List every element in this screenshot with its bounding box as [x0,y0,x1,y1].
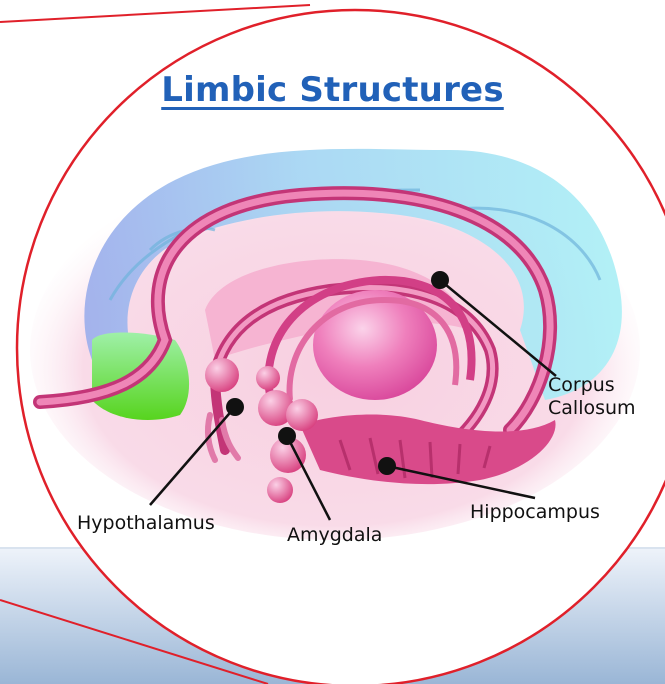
hippocampus-marker [378,457,396,475]
anterior-nucleus [205,358,239,392]
label-hypothalamus: Hypothalamus [77,512,215,535]
diagram-title: Limbic Structures [0,70,665,110]
hypothalamus-marker [226,398,244,416]
mammillary-body [256,366,280,390]
amygdala-marker [278,427,296,445]
label-corpus-line2: Callosum [548,397,636,420]
label-corpus-callosum: Corpus Callosum [548,374,636,420]
label-hippocampus: Hippocampus [470,501,600,524]
callout-line-top [0,5,310,22]
amygdala-node-4 [267,477,293,503]
amygdala-node-2 [286,399,318,431]
corpus-callosum-marker [431,271,449,289]
label-amygdala: Amygdala [287,524,382,547]
label-corpus-line1: Corpus [548,374,636,397]
